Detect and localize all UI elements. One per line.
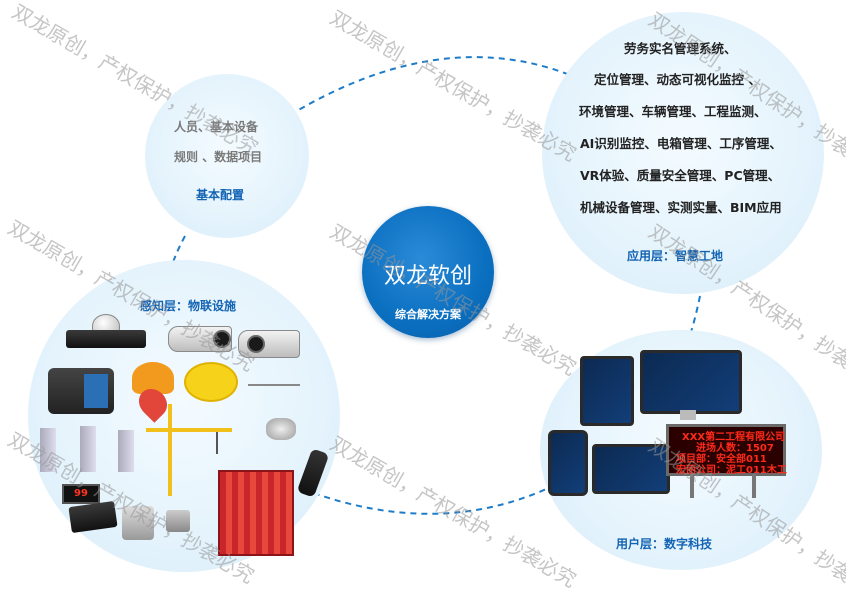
application-line-6: 机械设备管理、实测实量、BIM应用 — [580, 200, 782, 215]
config-title: 基本配置 — [196, 188, 245, 202]
center-subtitle: 综合解决方案 — [395, 308, 461, 321]
application-line-1: 劳务实名管理系统、 — [624, 41, 737, 56]
construction-elevator-icon — [218, 470, 294, 556]
environment-sensor-icon — [184, 362, 238, 402]
sensing-title: 感知层：物联设施 — [140, 299, 237, 313]
config-line-2: 规则 、数据项目 — [174, 150, 263, 164]
box-camera-icon — [238, 330, 300, 358]
tower-crane-jib — [146, 428, 232, 432]
digital-counter-icon: 99 — [62, 484, 100, 504]
led-line-4: 宏丽公司：泥工011木工 — [676, 465, 787, 476]
wind-vane-icon — [248, 384, 300, 412]
config-line-1: 人员、基本设备 — [174, 120, 259, 134]
application-line-3: 环境管理、车辆管理、工程监测、 — [579, 104, 767, 119]
tablet-icon — [580, 356, 634, 426]
application-line-5: VR体验、质量安全管理、PC管理、 — [580, 168, 781, 183]
nvr-recorder-icon — [66, 330, 146, 348]
application-circle — [542, 12, 824, 294]
user-title: 用户层：数字科技 — [616, 537, 713, 551]
led-post-right — [752, 474, 756, 498]
application-line-2: 定位管理、动态可视化监控 、 — [594, 72, 761, 87]
turnstile-gate-icon — [40, 428, 56, 472]
turnstile-gate-icon — [80, 426, 96, 472]
face-recognition-terminal-icon — [48, 368, 114, 414]
center-title: 双龙软创 — [383, 264, 472, 289]
tower-crane-icon — [168, 404, 172, 496]
electric-box-icon — [166, 510, 190, 532]
desktop-monitor-icon — [640, 350, 742, 414]
bullet-camera-icon — [168, 326, 232, 352]
anemometer-icon — [266, 418, 296, 440]
sensor-module-icon — [122, 506, 154, 540]
smartphone-icon — [548, 430, 588, 496]
led-post-left — [690, 474, 694, 498]
led-line-1: XXX第二工程有限公司 — [682, 432, 786, 443]
crane-hook-icon — [216, 432, 218, 454]
center-circle — [362, 206, 494, 338]
monitor-stand-icon — [680, 410, 696, 420]
application-line-4: AI识别监控、电箱管理、工序管理、 — [580, 136, 782, 151]
turnstile-gate-icon — [118, 430, 134, 472]
laptop-icon — [592, 444, 670, 494]
led-line-2: 进场人数：1507 — [696, 443, 774, 454]
config-circle — [145, 74, 309, 238]
application-title: 应用层：智慧工地 — [627, 249, 724, 263]
led-display-board — [666, 424, 786, 476]
led-line-3: 项目部：安全部011 — [676, 454, 767, 465]
